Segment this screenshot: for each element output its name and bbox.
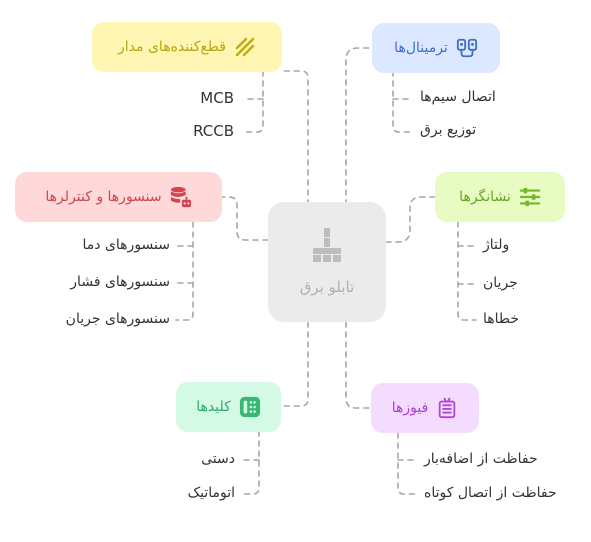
- branch-keys[interactable]: کلیدها: [176, 382, 281, 432]
- leaf-mcb: MCB: [200, 89, 234, 107]
- branch-terminals-label: ترمینال‌ها: [394, 40, 448, 56]
- branch-fuses-label: فیوزها: [391, 400, 429, 416]
- leaf-current: جریان: [483, 275, 518, 291]
- leaf-short-circuit-protection: حفاظت از اتصال کوتاه: [424, 485, 557, 501]
- leaf-faults: خطاها: [483, 311, 520, 327]
- branch-keys-label: کلیدها: [196, 399, 231, 415]
- leaf-wire-connection: اتصال سیم‌ها: [420, 89, 496, 105]
- center-label: تابلو برق: [299, 278, 355, 296]
- branch-sensors-label: سنسورها و کنترلرها: [45, 189, 162, 205]
- slashed-lines-icon: [234, 36, 256, 58]
- leaf-automatic: اتوماتیک: [187, 485, 235, 501]
- distribution-board-icon: [309, 228, 345, 266]
- leaf-current-sensors: سنسورهای جریان: [65, 311, 170, 327]
- branch-breakers[interactable]: قطع‌کننده‌های مدار: [92, 22, 282, 72]
- switch-keypad-icon: [239, 396, 261, 418]
- leaf-voltage: ولتاژ: [483, 237, 510, 253]
- leaf-overload-protection: حفاظت از اضافه‌بار: [424, 451, 538, 467]
- leaf-rccb: RCCB: [193, 122, 234, 140]
- branch-fuses[interactable]: فیوزها: [371, 383, 479, 433]
- branch-breakers-label: قطع‌کننده‌های مدار: [118, 39, 226, 55]
- fuse-icon: [436, 397, 458, 419]
- leaf-pressure-sensors: سنسورهای فشار: [70, 274, 170, 290]
- branch-sensors[interactable]: سنسورها و کنترلرها: [15, 172, 222, 222]
- leaf-temperature-sensors: سنسورهای دما: [82, 237, 171, 253]
- leaf-manual: دستی: [201, 451, 235, 467]
- database-robot-icon: [170, 186, 192, 208]
- sliders-icon: [519, 186, 541, 208]
- branch-terminals[interactable]: ترمینال‌ها: [372, 23, 500, 73]
- leaf-power-distribution: توزیع برق: [420, 122, 477, 138]
- center-node[interactable]: تابلو برق: [268, 202, 386, 322]
- terminal-connector-icon: [456, 37, 478, 59]
- branch-indicators-label: نشانگرها: [459, 189, 511, 205]
- branch-indicators[interactable]: نشانگرها: [435, 172, 565, 222]
